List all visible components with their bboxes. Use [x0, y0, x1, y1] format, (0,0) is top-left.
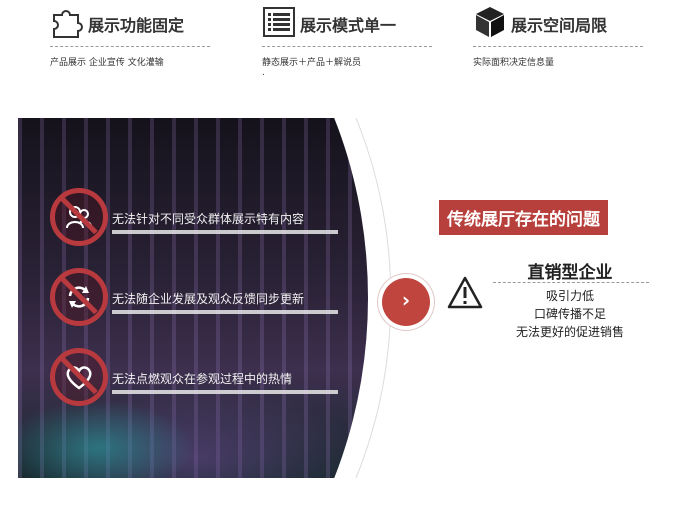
issue-item: 无法针对不同受众群体展示特有内容 [50, 188, 350, 248]
issue-underline [112, 390, 338, 394]
issue-text: 无法点燃观众在参观过程中的热情 [112, 372, 293, 386]
issue-item: 无法点燃观众在参观过程中的热情 [50, 348, 350, 408]
feature-title: 展示功能固定 [88, 16, 185, 35]
feature-display-space: 展示空间局限 实际面积决定信息量 [473, 6, 643, 68]
feature-title: 展示模式单一 [300, 16, 397, 35]
issue-item: 无法随企业发展及观众反馈同步更新 [50, 268, 350, 328]
list-item: 无法更好的促进销售 [515, 325, 624, 339]
feature-extra: . [262, 68, 265, 78]
divider [493, 282, 649, 283]
list-item: 吸引力低 [545, 289, 594, 303]
divider [262, 46, 432, 47]
divider [50, 46, 210, 47]
issue-underline [112, 230, 338, 234]
issue-text: 无法随企业发展及观众反馈同步更新 [112, 292, 305, 306]
list-icon [262, 5, 296, 43]
feature-subtitle: 实际面积决定信息量 [473, 58, 555, 68]
feature-subtitle: 产品展示 企业宣传 文化灌输 [50, 58, 164, 68]
warning-icon [447, 276, 483, 314]
problem-title: 传统展厅存在的问题 [439, 200, 608, 235]
enterprise-type-title: 直销型企业 [527, 263, 613, 283]
feature-subtitle: 静态展示＋产品＋解说员 [262, 58, 362, 68]
feature-display-mode: 展示模式单一 静态展示＋产品＋解说员 . [262, 6, 432, 78]
issue-underline [112, 310, 338, 314]
heart-icon [50, 348, 108, 406]
feature-display-function: 展示功能固定 产品展示 企业宣传 文化灌输 [50, 6, 210, 68]
cube-icon [473, 5, 507, 43]
enterprise-issue-list: 吸引力低 口碑传播不足 无法更好的促进销售 [480, 287, 660, 341]
issue-text: 无法针对不同受众群体展示特有内容 [112, 212, 305, 226]
chevron-right-icon: › [401, 288, 411, 312]
list-item: 口碑传播不足 [533, 307, 606, 321]
next-arrow-button[interactable]: › [382, 278, 430, 326]
feature-title: 展示空间局限 [511, 16, 608, 35]
divider [473, 46, 643, 47]
problem-panel: 无法针对不同受众群体展示特有内容 无法随企业发展及观众反馈同步更新 无法点燃观众… [18, 118, 656, 478]
puzzle-icon [50, 5, 84, 43]
